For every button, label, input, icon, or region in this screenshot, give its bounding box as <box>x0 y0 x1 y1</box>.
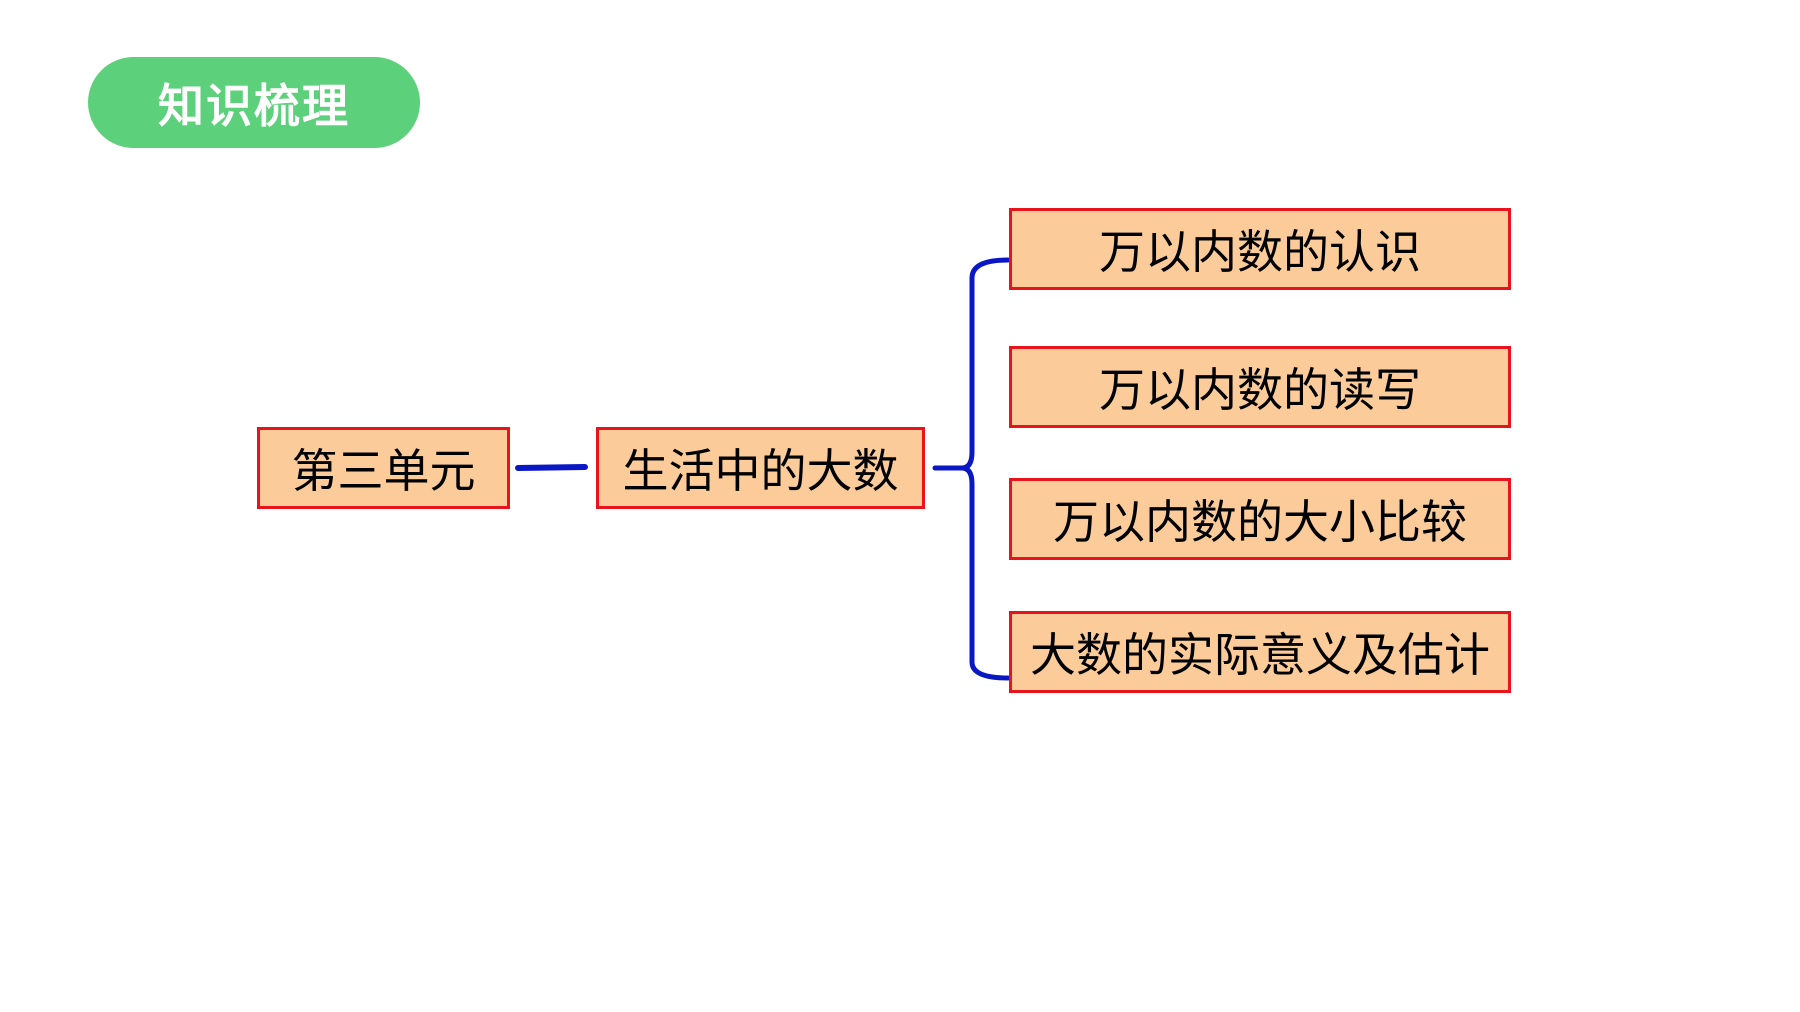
branch-node-label: 万以内数的认识 <box>1099 225 1421 279</box>
root-node: 第三单元 <box>257 427 510 509</box>
branch-node-comparison: 万以内数的大小比较 <box>1009 478 1511 560</box>
branch-node-label: 大数的实际意义及估计 <box>1030 628 1490 682</box>
root-node-label: 第三单元 <box>291 444 476 498</box>
section-header: 知识梳理 <box>88 57 420 148</box>
root-to-topic-connector <box>515 464 588 471</box>
branch-node-estimation: 大数的实际意义及估计 <box>1009 611 1511 693</box>
topic-node: 生活中的大数 <box>596 427 925 509</box>
branch-node-recognition: 万以内数的认识 <box>1009 208 1511 290</box>
section-header-title: 知识梳理 <box>158 78 350 133</box>
branch-brace <box>959 257 1011 681</box>
branch-node-reading-writing: 万以内数的读写 <box>1009 346 1511 428</box>
topic-node-label: 生活中的大数 <box>622 444 899 498</box>
branch-node-label: 万以内数的读写 <box>1099 363 1421 417</box>
branch-node-label: 万以内数的大小比较 <box>1053 495 1467 549</box>
